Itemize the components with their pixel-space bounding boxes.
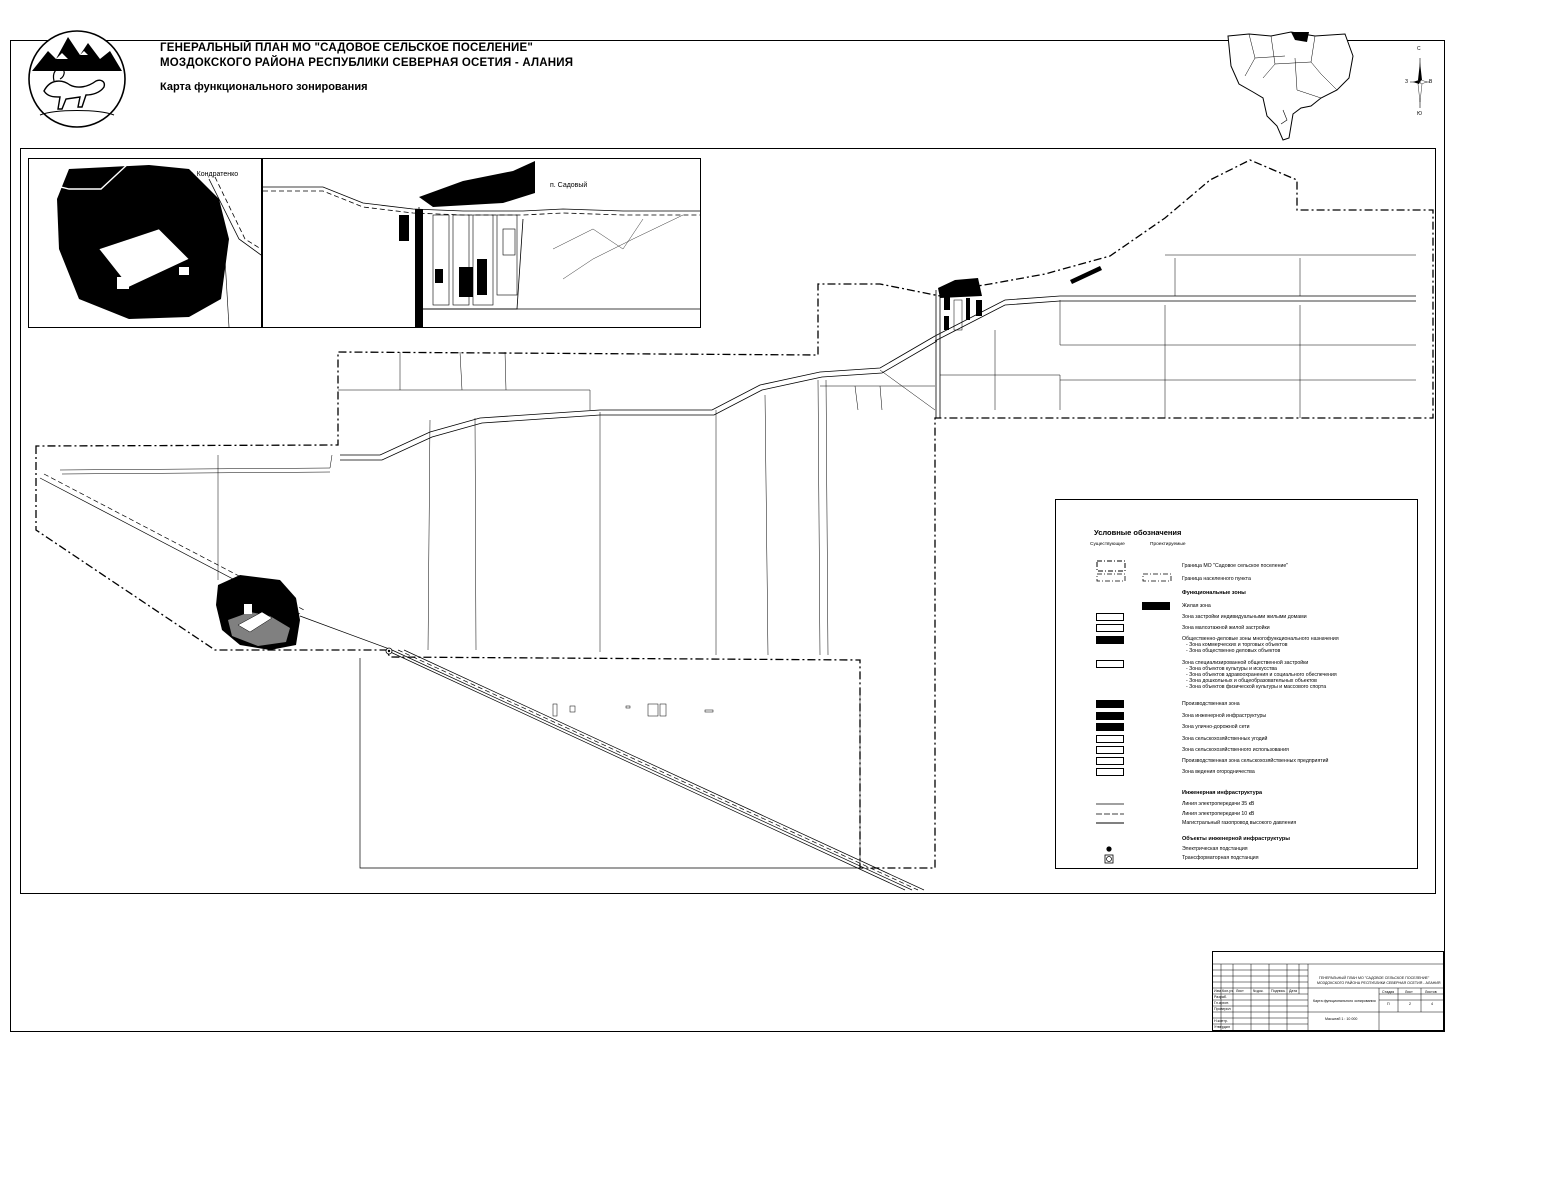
- legend-agri-production: Производственная зона сельскохозяйственн…: [1182, 758, 1329, 764]
- legend-agri-use: Зона сельскохозяйственного использования: [1182, 747, 1289, 753]
- map-legend: Условные обозначения Существующие Проект…: [1055, 499, 1418, 869]
- tb-col-date: Дата: [1289, 989, 1297, 993]
- legend-gas-main: Магистральный газопровод высокого давлен…: [1182, 820, 1297, 826]
- gardening-swatch: [1096, 768, 1124, 776]
- locator-map: [1227, 31, 1354, 141]
- map-title-line1: ГЕНЕРАЛЬНЫЙ ПЛАН МО "САДОВОЕ СЕЛЬСКОЕ ПО…: [160, 42, 534, 54]
- individual-houses-swatch: [1096, 613, 1124, 621]
- legend-section-engineering: Инженерная инфраструктура: [1182, 790, 1263, 796]
- tb-col-change: Изм.: [1214, 989, 1222, 993]
- tb-role-approve: Утвердил: [1214, 1025, 1230, 1029]
- legend-production: Производственная зона: [1182, 701, 1240, 707]
- legend-section-zones: Функциональные зоны: [1182, 590, 1246, 596]
- compass-west-label: З: [1405, 79, 1409, 85]
- agri-use-swatch: [1096, 746, 1124, 754]
- legend-public-business-sub1: - Зона коммерческих и торговых объектов: [1186, 642, 1288, 648]
- legend-special-public: Зона специализированной общественной зас…: [1182, 660, 1309, 666]
- tb-map-name: Карта функционального зонирования: [1313, 999, 1376, 1003]
- emblem-logo: [28, 30, 126, 128]
- special-public-swatch: [1096, 660, 1124, 668]
- legend-public-business-sub2: - Зона общественно деловых объектов: [1186, 648, 1281, 654]
- compass-east-label: В: [1429, 79, 1433, 85]
- mo-boundary: [35, 159, 1434, 869]
- tb-role-dev: Разраб.: [1214, 995, 1227, 999]
- northeast-settlement: [938, 266, 1102, 331]
- compass-north-label: С: [1417, 46, 1421, 52]
- low-rise-swatch: [1096, 624, 1124, 632]
- map-title-line2: МОЗДОКСКОГО РАЙОНА РЕСПУБЛИКИ СЕВЕРНАЯ О…: [160, 57, 574, 69]
- tb-col-doc: №док.: [1253, 989, 1264, 993]
- title-block: ГЕНЕРАЛЬНЫЙ ПЛАН МО "САДОВОЕ СЕЛЬСКОЕ ПО…: [1212, 951, 1444, 1031]
- inset-sadovy-label: п. Садовый: [550, 182, 588, 189]
- drawing-sheet: [10, 40, 1445, 1032]
- agri-production-swatch: [1096, 757, 1124, 765]
- production-swatch: [1096, 700, 1124, 708]
- substation-icons: [1104, 846, 1114, 864]
- agri-lands-swatch: [1096, 735, 1124, 743]
- legend-residential: Жилая зона: [1182, 603, 1211, 609]
- legend-col-planned: Проектируемые: [1150, 542, 1186, 547]
- legend-title: Условные обозначения: [1094, 528, 1182, 537]
- tb-header-line1: ГЕНЕРАЛЬНЫЙ ПЛАН МО "САДОВОЕ СЕЛЬСКОЕ ПО…: [1319, 976, 1430, 980]
- legend-transformer: Трансформаторная подстанция: [1182, 855, 1259, 861]
- map-frame: [20, 148, 1436, 894]
- compass-south-label: Ю: [1417, 111, 1423, 117]
- tb-sheets-value: 4: [1431, 1002, 1433, 1006]
- legend-boundary-settlement: Граница населенного пункта: [1182, 576, 1251, 582]
- boundary-mo-swatch: [1096, 560, 1126, 572]
- legend-special-sub1: - Зона объектов культуры и искусства: [1186, 666, 1277, 672]
- public-business-swatch: [1096, 636, 1124, 644]
- legend-public-business: Общественно-деловые зоны многофункционал…: [1182, 636, 1339, 642]
- tb-col-count: Кол.уч.: [1222, 989, 1234, 993]
- inset-kondratenko: п. Кондратенко: [28, 158, 262, 328]
- tb-sheets-label: Листов: [1425, 990, 1437, 994]
- legend-power-35: Линия электропередачи 35 кВ: [1182, 801, 1255, 807]
- tb-role-norm: Н.контр.: [1214, 1019, 1228, 1023]
- legend-special-sub4: - Зона объектов физической культуры и ма…: [1186, 684, 1327, 690]
- legend-substation: Электрическая подстанция: [1182, 846, 1248, 852]
- tb-role-check: Проверил: [1214, 1007, 1231, 1011]
- tb-role-chief: Гл.архит.: [1214, 1001, 1229, 1005]
- tb-col-sheet: Лист: [1236, 989, 1244, 993]
- tb-stage-label: Стадия: [1382, 990, 1395, 994]
- tb-sheet-value: 2: [1409, 1002, 1411, 1006]
- legend-power-10: Линия электропередачи 10 кВ: [1182, 811, 1255, 817]
- line-symbols: [1096, 803, 1124, 824]
- legend-section-objects: Объекты инженерной инфраструктуры: [1182, 836, 1290, 842]
- tb-sheet-label: Лист: [1405, 990, 1413, 994]
- residential-swatch: [1142, 602, 1170, 610]
- legend-agri-lands: Зона сельскохозяйственных угодий: [1182, 736, 1268, 742]
- tb-header-line2: МОЗДОКСКОГО РАЙОНА РЕСПУБЛИКИ СЕВЕРНАЯ О…: [1317, 981, 1441, 985]
- legend-low-rise: Зона малоэтажной жилой застройки: [1182, 625, 1270, 631]
- legend-gardening: Зона ведения огородничества: [1182, 769, 1255, 775]
- map-subtitle: Карта функционального зонирования: [160, 81, 368, 93]
- tb-stage-value: П: [1387, 1002, 1390, 1006]
- engineering-infra-swatch: [1096, 712, 1124, 720]
- tb-scale: Масштаб 1 : 10 000: [1325, 1017, 1358, 1021]
- inset-sadovy: п. Садовый: [262, 158, 701, 328]
- legend-street-road: Зона улично-дорожной сети: [1182, 724, 1250, 730]
- boundary-settlement-planned-swatch: [1142, 573, 1172, 582]
- legend-special-sub3: - Зона дошкольных и общеобразовательных …: [1186, 678, 1317, 684]
- street-road-swatch: [1096, 723, 1124, 731]
- tb-col-sign: Подпись: [1271, 989, 1286, 993]
- legend-special-sub2: - Зона объектов здравоохранения и социал…: [1186, 672, 1337, 678]
- legend-col-existing: Существующие: [1090, 542, 1125, 547]
- legend-individual-houses: Зона застройки индивидуальными жилыми до…: [1182, 614, 1307, 620]
- boundary-settlement-swatch: [1096, 573, 1126, 582]
- legend-boundary-mo: Граница МО "Садовое сельское поселение": [1182, 563, 1289, 569]
- southwest-settlement: [216, 575, 393, 655]
- compass-rose: [1410, 58, 1430, 108]
- inset-kondratenko-label: п. Кондратенко: [189, 171, 239, 178]
- legend-engineering-infra: Зона инженерной инфраструктуры: [1182, 713, 1267, 719]
